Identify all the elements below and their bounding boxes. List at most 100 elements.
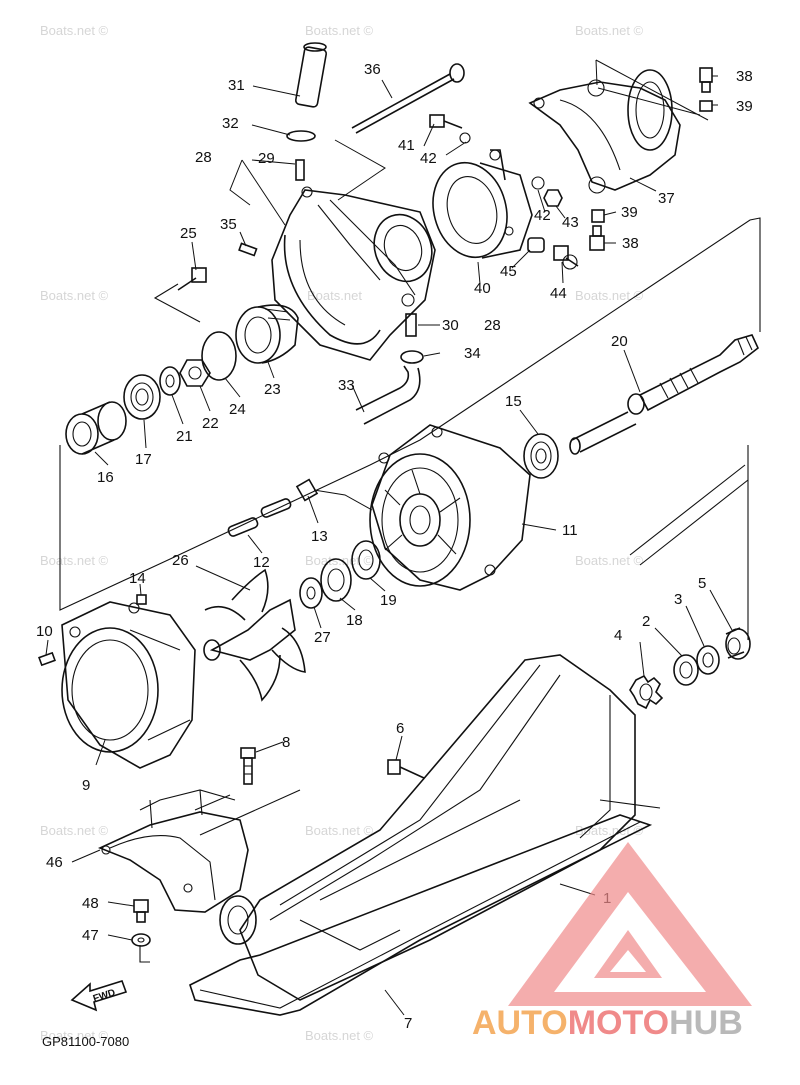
part-9-duct [61, 601, 196, 769]
callout-13: 13 [311, 528, 328, 545]
brand-part-hub: HUB [669, 1004, 743, 1042]
callout-48: 48 [82, 895, 99, 912]
part-2-bearing [673, 654, 699, 686]
fwd-arrow: FWD [70, 980, 128, 1012]
callout-35: 35 [220, 216, 237, 233]
watermark: Boats.net © [305, 823, 374, 838]
watermark: Boats.net © [40, 553, 109, 568]
callout-23: 23 [264, 381, 281, 398]
callout-4: 4 [614, 627, 622, 644]
callout-3: 3 [674, 591, 682, 608]
part-40-nozzle-ring [432, 149, 533, 259]
callout-33: 33 [338, 377, 355, 394]
watermark: Boats.net © [40, 23, 109, 38]
part-19-seal [351, 540, 381, 580]
part-11-impeller-housing [369, 424, 531, 591]
part-46-cover [97, 789, 249, 913]
watermark: Boats.net © [575, 553, 644, 568]
watermark: Boats.net © [575, 288, 644, 303]
callout-2: 2 [642, 613, 650, 630]
callout-28b: 28 [484, 317, 501, 334]
watermark: Boats.net © [40, 288, 109, 303]
callout-42: 42 [420, 150, 437, 167]
part-21-washer [159, 366, 181, 396]
part-27-washer [299, 577, 323, 609]
callout-45: 45 [500, 263, 517, 280]
watermark-layer: Boats.net © Boats.net © Boats.net © Boat… [40, 23, 644, 1043]
callout-12: 12 [253, 554, 270, 571]
watermark: Boats.net © [40, 823, 109, 838]
callout-26: 26 [172, 552, 189, 569]
callout-17: 17 [135, 451, 152, 468]
part-39-nut [699, 100, 713, 112]
automotohub-logo: AUTOMOTOHUB [472, 842, 752, 1042]
callout-14: 14 [129, 570, 146, 587]
callout-42b: 42 [534, 207, 551, 224]
callout-30: 30 [442, 317, 459, 334]
callout-40: 40 [474, 280, 491, 297]
part-34-clamp [400, 350, 424, 364]
callout-41: 41 [398, 137, 415, 154]
callout-31: 31 [228, 77, 245, 94]
callout-27: 27 [314, 629, 331, 646]
callout-18: 18 [346, 612, 363, 629]
callout-38b: 38 [622, 235, 639, 252]
part-14-pin [136, 594, 147, 605]
callout-37: 37 [658, 190, 675, 207]
callout-8: 8 [282, 734, 290, 751]
watermark: Boats.net © [40, 1028, 109, 1043]
brand-text: AUTOMOTOHUB [472, 1004, 743, 1042]
part-23-elbow [235, 304, 299, 364]
part-32-clamp [286, 130, 316, 142]
part-10-pin [38, 651, 56, 667]
part-7-intake-duct [189, 654, 661, 1016]
part-36-bolt [351, 63, 465, 134]
watermark: Boats.net [307, 288, 362, 303]
callout-6: 6 [396, 720, 404, 737]
part-17-bearing [123, 374, 161, 420]
part-31-tube [294, 42, 328, 108]
part-48-bolt [133, 899, 149, 923]
part-35-pin [238, 242, 258, 257]
diagram-code: GP81100-7080 [42, 1034, 129, 1049]
callout-22: 22 [202, 415, 219, 432]
right-small-parts [629, 627, 751, 710]
part-25-bolt [177, 267, 207, 291]
callout-24: 24 [229, 401, 246, 418]
callout-46: 46 [46, 854, 63, 871]
brand-part-auto: AUTO [472, 1004, 568, 1042]
shaft-parts [38, 334, 759, 769]
part-45-bushing [527, 237, 545, 253]
callout-47: 47 [82, 927, 99, 944]
part-26-impeller [203, 568, 306, 702]
watermark: Boats.net © [575, 23, 644, 38]
callout-5: 5 [698, 575, 706, 592]
part-42-washer [531, 176, 545, 190]
part-38-bolt [699, 67, 713, 93]
part-16-sleeve [65, 401, 127, 455]
part-28-pump-housing [271, 186, 436, 361]
callout-10: 10 [36, 623, 53, 640]
part-47-washer [131, 933, 151, 947]
part-43-nut [543, 189, 563, 207]
part-33-hose [355, 365, 421, 425]
part-24-o-ring [201, 331, 237, 381]
callout-36: 36 [364, 61, 381, 78]
watermark: Boats.net © [305, 1028, 374, 1043]
part-8-plug [240, 747, 256, 785]
part-18-bearing [320, 558, 352, 602]
part-41-bolt [429, 114, 471, 144]
part-4-gear [629, 674, 664, 710]
brand-part-moto: MOTO [568, 1004, 669, 1042]
part-5-cap [725, 627, 751, 660]
callout-28: 28 [195, 149, 212, 166]
callout-34: 34 [464, 345, 481, 362]
callout-19: 19 [380, 592, 397, 609]
callout-38: 38 [736, 68, 753, 85]
callout-9: 9 [82, 777, 90, 794]
part-13-bolt [295, 478, 319, 502]
part-37-reverse-gate [528, 69, 681, 194]
callout-16: 16 [97, 469, 114, 486]
leader-lines [45, 59, 761, 1016]
